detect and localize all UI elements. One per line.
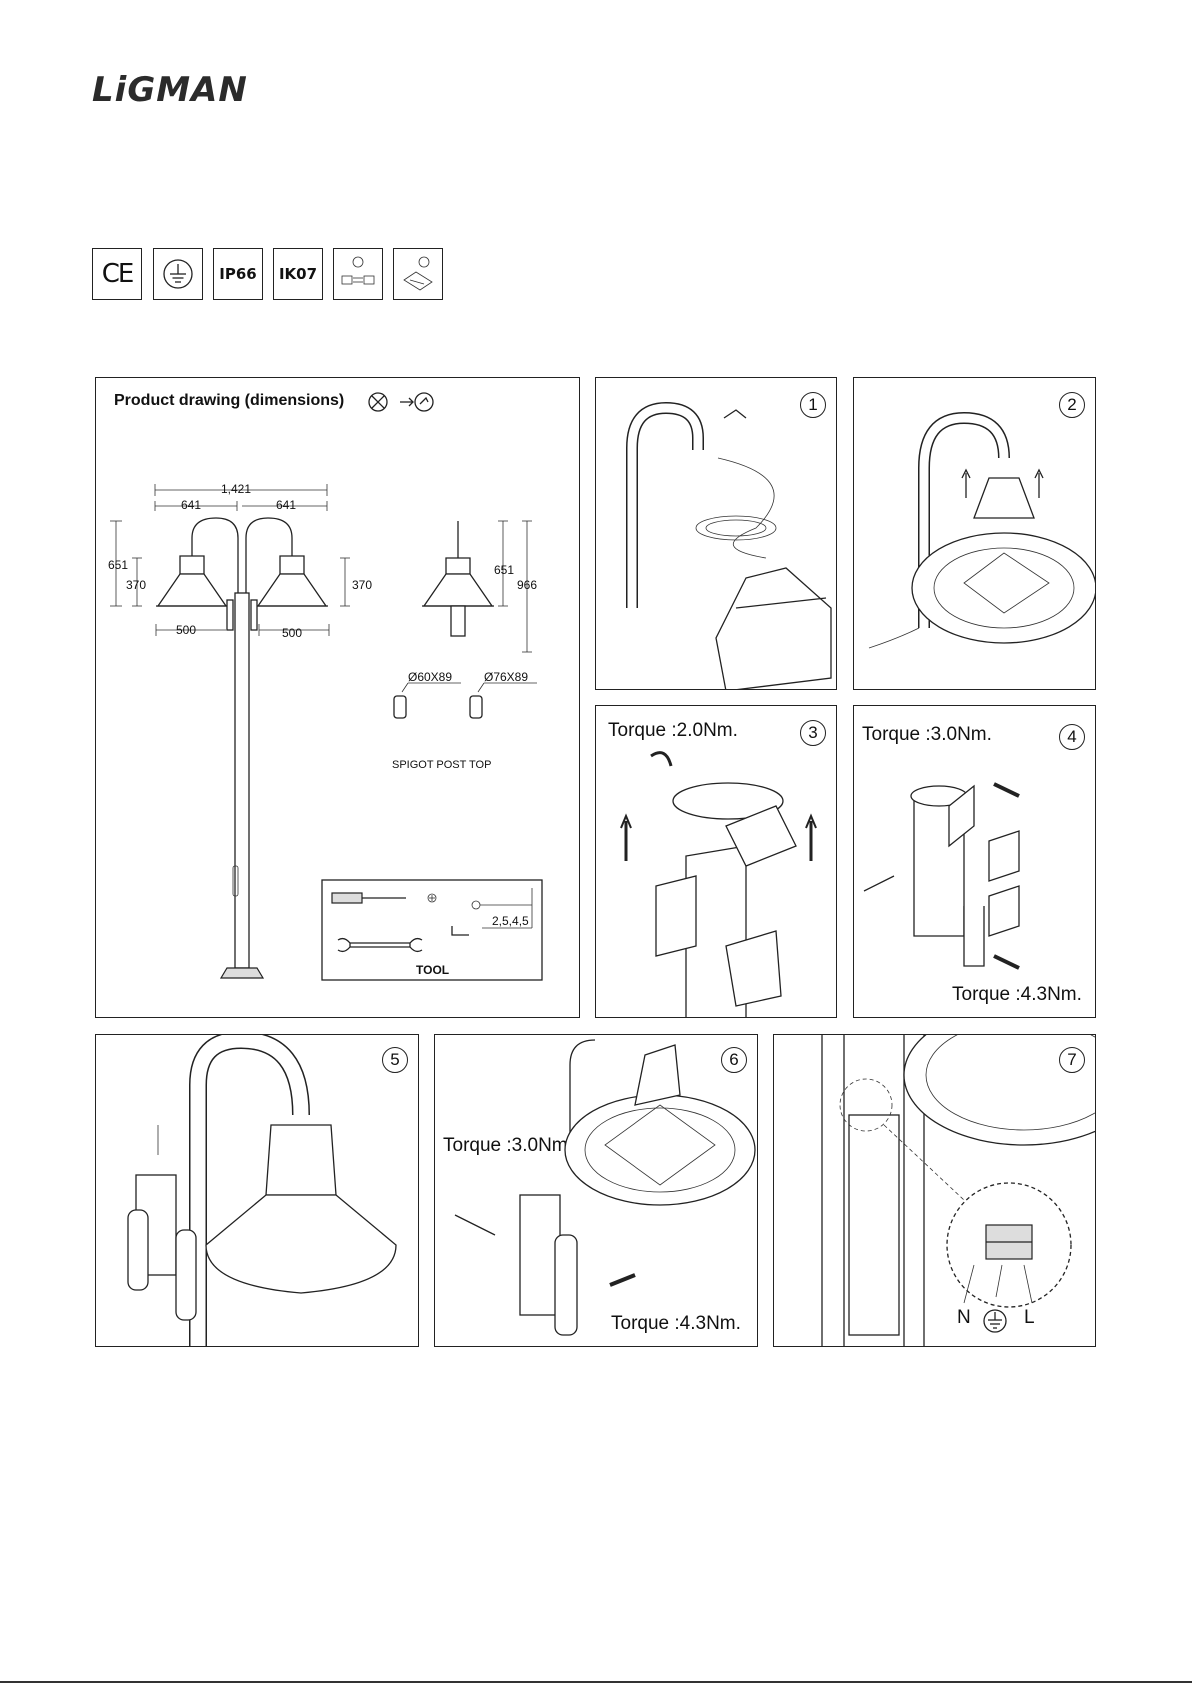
- replaceable-driver-icon: [393, 248, 443, 300]
- step-3-panel: Torque :2.0Nm. 3: [595, 705, 837, 1018]
- step-4-torque-bottom: Torque :4.3Nm.: [952, 984, 1082, 1006]
- tool-hex-sizes: 2,5,4,5: [492, 914, 529, 928]
- replaceable-driver-glyph: [396, 252, 440, 296]
- dim-diameter-right: 500: [282, 626, 302, 640]
- step-7-live-label: L: [1024, 1307, 1035, 1329]
- dim-head-left: 370: [126, 578, 146, 592]
- dim-head-right: 370: [352, 578, 372, 592]
- step-5-panel: 5: [95, 1034, 419, 1347]
- dim-side-height: 651: [494, 563, 514, 577]
- ip-rating-label: IP66: [219, 265, 256, 283]
- step-2-number: 2: [1059, 392, 1085, 418]
- step-6-torque-bottom: Torque :4.3Nm.: [611, 1313, 741, 1335]
- spigot-60: Ø60X89: [408, 670, 452, 684]
- brand-logo-text: LiGMAN: [92, 70, 248, 108]
- footer-rule: [0, 1681, 1192, 1683]
- replaceable-light-source-icon: [333, 248, 383, 300]
- step-6-illustration: [435, 1035, 758, 1347]
- dim-diameter-left: 500: [176, 623, 196, 637]
- step-3-number: 3: [800, 720, 826, 746]
- step-4-illustration: [854, 706, 1096, 1018]
- spigot-76: Ø76X89: [484, 670, 528, 684]
- step-6-number: 6: [721, 1047, 747, 1073]
- earth-ground-icon: [153, 248, 203, 300]
- step-1-panel: 1: [595, 377, 837, 690]
- step-2-panel: 2: [853, 377, 1096, 690]
- step-4-panel: Torque :3.0Nm. Torque :4.3Nm. 4: [853, 705, 1096, 1018]
- step-4-number: 4: [1059, 724, 1085, 750]
- step-5-number: 5: [382, 1047, 408, 1073]
- step-6-panel: Torque :3.0Nm. Torque :4.3Nm. 6: [434, 1034, 758, 1347]
- dim-height-left: 651: [108, 558, 128, 572]
- step-5-illustration: [96, 1035, 419, 1347]
- dim-side-total: 966: [517, 578, 537, 592]
- replaceable-light-source-glyph: [336, 252, 380, 296]
- step-7-neutral-label: N: [957, 1307, 971, 1329]
- dim-total-width: 1,421: [221, 482, 251, 496]
- step-2-illustration: [854, 378, 1096, 690]
- brand-logo: LiGMAN: [92, 68, 312, 108]
- ik-rating-label: IK07: [279, 265, 317, 283]
- dim-arm-right: 641: [276, 498, 296, 512]
- step-7-illustration: [774, 1035, 1096, 1347]
- dim-arm-left: 641: [181, 498, 201, 512]
- ip-rating-icon: IP66: [213, 248, 263, 300]
- step-1-number: 1: [800, 392, 826, 418]
- ce-mark-icon: CE: [92, 248, 142, 300]
- step-7-panel: N L 7: [773, 1034, 1096, 1347]
- ce-mark-label: CE: [102, 259, 133, 289]
- tool-caption: TOOL: [416, 963, 449, 977]
- spigot-caption: SPIGOT POST TOP: [392, 759, 491, 771]
- ik-rating-icon: IK07: [273, 248, 323, 300]
- step-1-illustration: [596, 378, 837, 690]
- step-7-number: 7: [1059, 1047, 1085, 1073]
- earth-ground-glyph: [161, 257, 195, 291]
- step-3-illustration: [596, 706, 837, 1018]
- product-drawing-panel: Product drawing (dimensions): [95, 377, 580, 1018]
